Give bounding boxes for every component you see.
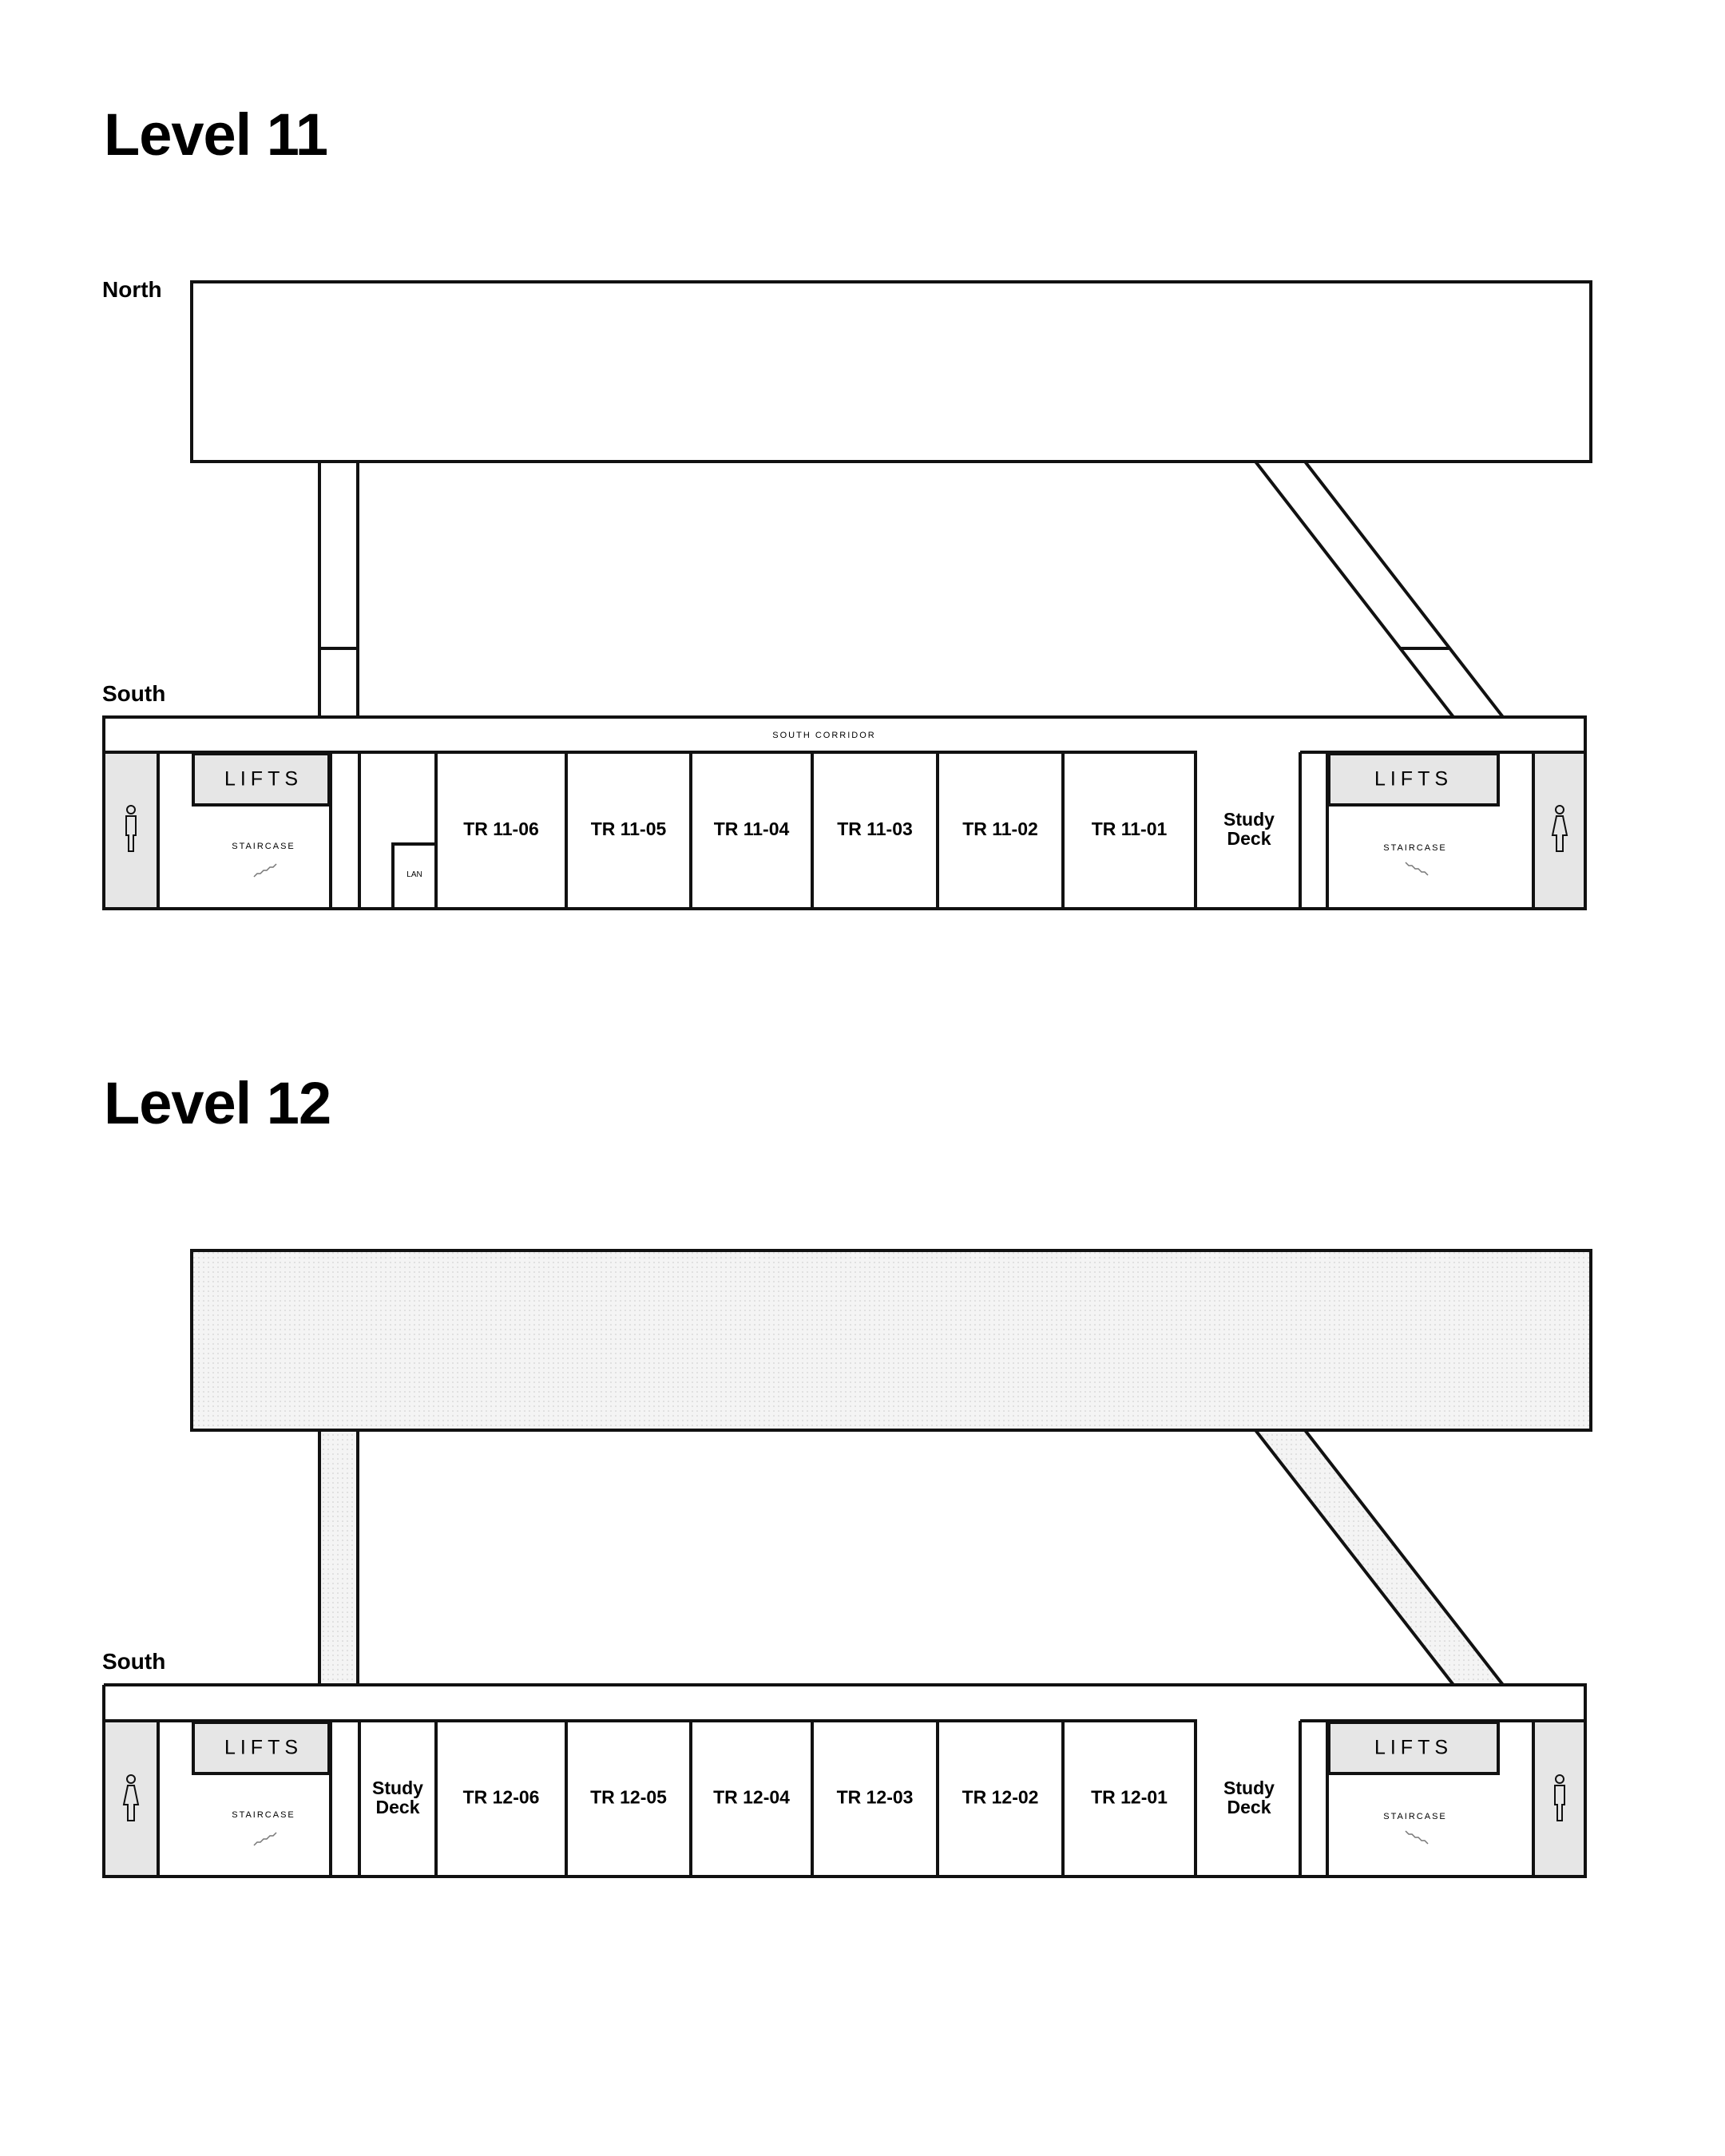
level-11-floor-plan: North South SOUTH CORRIDOR LIFTS STAIRCA… xyxy=(102,277,1592,910)
teaching-rooms: TR 12-06 TR 12-05 TR 12-04 TR 12-03 TR 12-02… xyxy=(434,1719,1197,1878)
right-connector xyxy=(1251,1429,1507,1686)
south-block-outline xyxy=(102,715,1587,910)
staircase-icon xyxy=(1405,1830,1429,1845)
north-block xyxy=(190,280,1592,463)
room-label: TR 12-02 xyxy=(962,1787,1039,1808)
south-label: South xyxy=(102,681,165,706)
male-restroom-icon xyxy=(1554,1774,1565,1821)
lifts-label: LIFTS xyxy=(224,768,303,791)
shaft-left xyxy=(329,752,361,909)
left-connector xyxy=(318,462,359,717)
room-tr-11-01[interactable] xyxy=(1061,751,1197,910)
room-label: TR 12-05 xyxy=(590,1787,667,1808)
staircase-label: STAIRCASE xyxy=(1383,843,1447,853)
shaft-right xyxy=(1299,752,1329,909)
restroom-left xyxy=(102,751,160,910)
room-label: TR 11-06 xyxy=(463,818,539,839)
staircase-icon xyxy=(1405,862,1429,876)
room-label: TR 11-02 xyxy=(962,818,1038,839)
room-label: TR 11-04 xyxy=(714,818,790,839)
staircase-icon xyxy=(253,863,277,878)
lifts-right xyxy=(1327,1721,1500,1775)
restroom-left xyxy=(102,1719,160,1878)
south-block-outline xyxy=(102,1683,1587,1878)
room-label: TR 12-03 xyxy=(837,1787,914,1808)
female-restroom-icon xyxy=(122,1774,140,1821)
restroom-right xyxy=(1532,751,1587,910)
corridor-label: SOUTH CORRIDOR xyxy=(772,731,875,740)
lifts-right xyxy=(1327,752,1500,807)
south-label: South xyxy=(102,1649,165,1674)
female-restroom-icon xyxy=(1551,805,1568,852)
level-12-title: Level 12 xyxy=(104,1070,331,1136)
room-label: TR 12-04 xyxy=(713,1787,790,1808)
restroom-right xyxy=(1532,1719,1587,1878)
north-block xyxy=(190,1249,1592,1432)
level-11-title: Level 11 xyxy=(104,101,328,168)
lifts-label: LIFTS xyxy=(1374,768,1453,791)
male-restroom-icon xyxy=(125,805,137,852)
room-label: TR 12-06 xyxy=(463,1787,540,1808)
staircase-label: STAIRCASE xyxy=(1383,1812,1447,1821)
teaching-rooms: TR 11-06 TR 11-05 TR 11-04 TR 11-03 TR 11-02… xyxy=(434,751,1197,910)
room-label: TR 11-03 xyxy=(837,818,913,839)
lifts-left xyxy=(192,1721,331,1775)
room-label: TR 12-01 xyxy=(1091,1787,1168,1808)
lifts-label: LIFTS xyxy=(1374,1737,1453,1759)
shaft-right xyxy=(1299,1721,1329,1877)
right-connector xyxy=(1254,460,1505,719)
north-label: North xyxy=(102,277,162,302)
room-label: TR 11-01 xyxy=(1092,818,1168,839)
staircase-label: STAIRCASE xyxy=(232,842,295,851)
room-label: TR 11-05 xyxy=(591,818,667,839)
staircase-icon xyxy=(253,1832,277,1846)
room-tr-12-01[interactable] xyxy=(1061,1719,1197,1878)
staircase-label: STAIRCASE xyxy=(232,1810,295,1820)
lan-label: LAN xyxy=(406,870,422,879)
shaft-left xyxy=(329,1721,361,1877)
lifts-label: LIFTS xyxy=(224,1737,303,1759)
left-connector xyxy=(318,1429,359,1686)
